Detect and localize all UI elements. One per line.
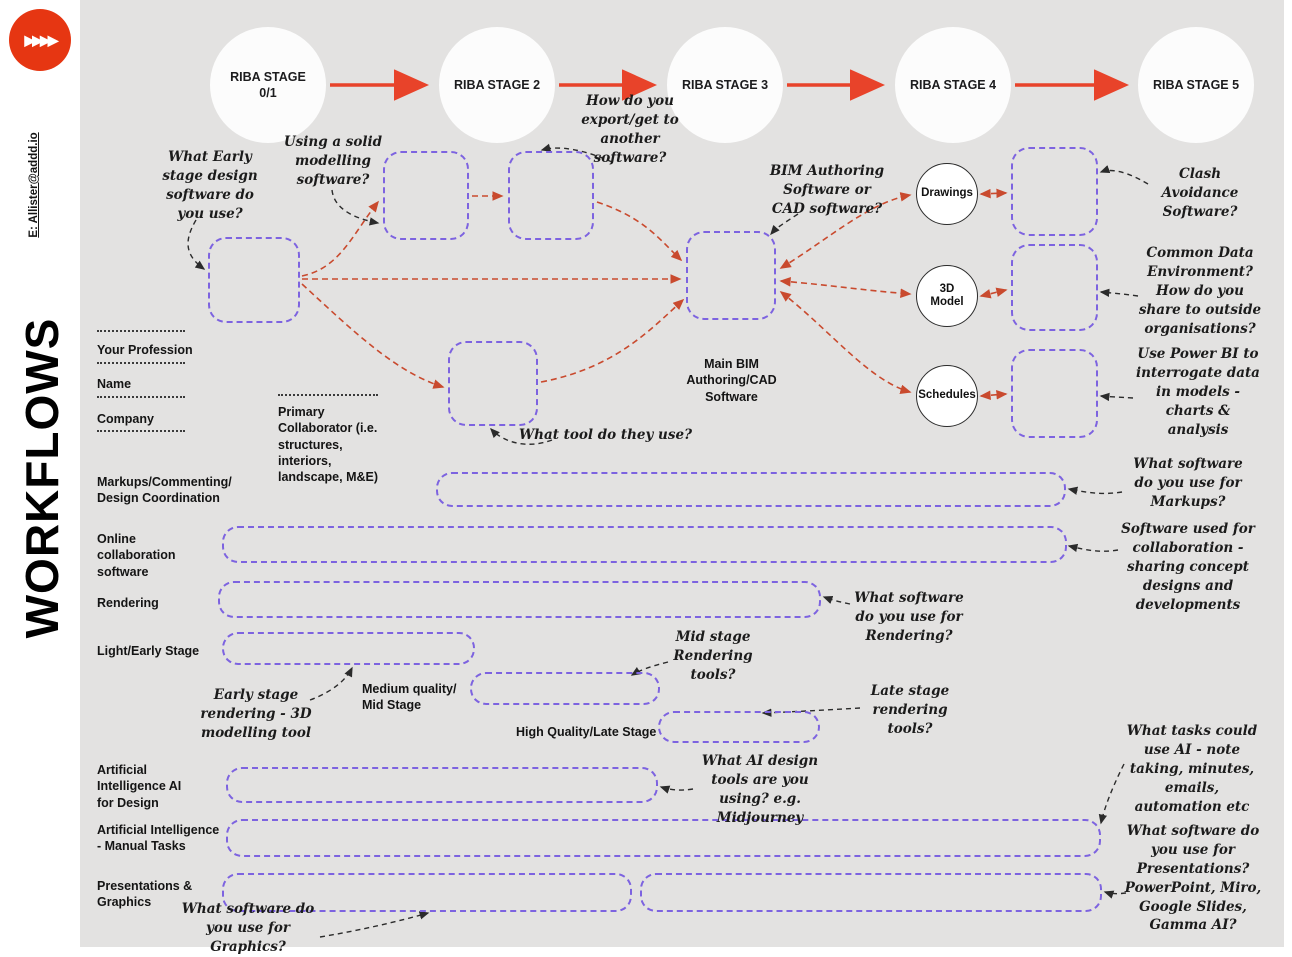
dotted-line <box>97 362 185 364</box>
label-main-bim: Main BIM Authoring/CAD Software <box>686 357 777 404</box>
node-collaborator-tool[interactable] <box>448 341 538 426</box>
sidebar: ▶▶▶▶ E: Allister@addd.io WORKFLOWS <box>0 0 80 953</box>
label-markups: Markups/Commenting/ Design Coordination <box>97 475 232 506</box>
field-mid-stage[interactable] <box>470 672 660 705</box>
stage-riba-3: RIBA STAGE 3 <box>667 27 783 143</box>
label-primary-collaborator: Primary Collaborator (i.e. structures, i… <box>278 405 379 484</box>
note-solid-modelling: Using a solid modelling software? <box>283 134 383 188</box>
note-tool-they-use: What tool do they use? <box>519 427 692 443</box>
logo: ▶▶▶▶ <box>9 9 71 71</box>
field-presentations-1[interactable] <box>222 873 632 912</box>
node-main-bim-software[interactable] <box>686 231 776 320</box>
label-name: Name <box>97 377 132 391</box>
field-presentations-2[interactable] <box>640 873 1102 912</box>
stage-riba-5: RIBA STAGE 5 <box>1138 27 1254 143</box>
note-mid-rendering: Mid stage Rendering tools? <box>673 629 753 683</box>
node-stage5-power-bi[interactable] <box>1011 349 1098 438</box>
label-your-profession: Your Profession <box>97 343 193 357</box>
label-company: Company <box>97 412 154 426</box>
stage-riba-4: RIBA STAGE 4 <box>895 27 1011 143</box>
field-online-collaboration[interactable] <box>222 526 1067 563</box>
label-online-collaboration: Online collaboration software <box>97 532 176 579</box>
label-rendering: Rendering <box>97 596 159 610</box>
label-ai-manual-tasks: Artificial Intelligence - Manual Tasks <box>97 823 220 854</box>
note-cde: Common Data Environment? How do you shar… <box>1138 245 1262 337</box>
node-stage5-cde[interactable] <box>1011 244 1098 331</box>
note-late-rendering: Late stage rendering tools? <box>870 683 950 737</box>
field-markups[interactable] <box>436 472 1066 507</box>
stage-riba-0-1: RIBA STAGE 0/1 <box>210 27 326 143</box>
note-graphics-software: What software do you use for Graphics? <box>181 901 315 955</box>
field-late-stage[interactable] <box>658 711 820 743</box>
node-early-stage-software[interactable] <box>208 237 300 323</box>
contact-email[interactable]: E: Allister@addd.io <box>28 132 40 238</box>
note-early-stage-software: What Early stage design software do you … <box>162 149 258 222</box>
note-ai-tools: What AI design tools are you using? e.g.… <box>701 753 819 826</box>
field-ai-design[interactable] <box>226 767 658 803</box>
field-rendering[interactable] <box>218 581 821 618</box>
dotted-line <box>97 430 185 432</box>
field-light-early-stage[interactable] <box>222 632 475 665</box>
node-solid-modelling-1[interactable] <box>383 151 469 240</box>
output-schedules: Schedules <box>916 365 978 427</box>
note-rendering-software: What software do you use for Rendering? <box>854 590 964 644</box>
dotted-line <box>97 330 185 332</box>
note-export-software: How do you export/get to another softwar… <box>581 93 679 166</box>
label-presentations-graphics: Presentations & Graphics <box>97 879 193 910</box>
note-clash-avoidance: Clash Avoidance Software? <box>1161 166 1239 220</box>
field-ai-manual-tasks[interactable] <box>226 819 1101 857</box>
note-power-bi: Use Power BI to interrogate data in mode… <box>1136 346 1260 438</box>
label-ai-design: Artificial Intelligence AI for Design <box>97 763 182 810</box>
output-3d-model: 3D Model <box>916 265 978 327</box>
note-presentations-software: What software do you use for Presentatio… <box>1124 823 1262 934</box>
note-early-rendering: Early stage rendering - 3D modelling too… <box>200 687 312 741</box>
label-light-early-stage: Light/Early Stage <box>97 644 200 658</box>
label-high-late-stage: High Quality/Late Stage <box>516 725 657 739</box>
logo-arrows-icon: ▶▶▶▶ <box>24 31 58 48</box>
node-stage5-clash-avoidance[interactable] <box>1011 147 1098 236</box>
stage-riba-2: RIBA STAGE 2 <box>439 27 555 143</box>
note-markups-software: What software do you use for Markups? <box>1133 456 1243 510</box>
note-bim-or-cad: BIM Authoring Software or CAD software? <box>769 163 885 217</box>
output-drawings: Drawings <box>916 163 978 225</box>
note-ai-tasks: What tasks could use AI - note taking, m… <box>1126 723 1258 815</box>
page-title: WORKFLOWS <box>16 317 68 639</box>
label-medium-mid-stage: Medium quality/ Mid Stage <box>362 682 457 713</box>
node-solid-modelling-2[interactable] <box>508 151 594 240</box>
dotted-line <box>97 396 185 398</box>
dotted-line <box>278 394 378 396</box>
note-collab-software: Software used for collaboration - sharin… <box>1121 521 1255 613</box>
